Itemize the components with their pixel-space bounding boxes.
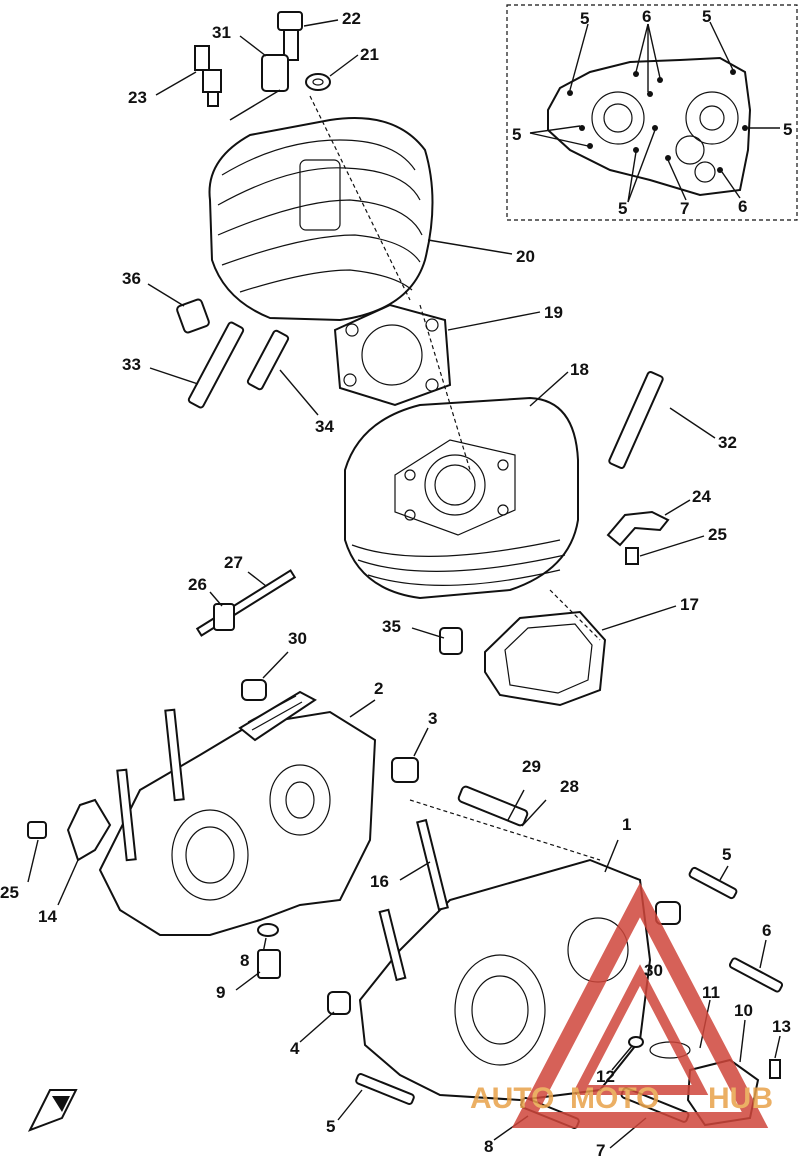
- crankcase-right-1: [358, 818, 652, 1102]
- callout-31: 31: [212, 23, 231, 42]
- watermark-text-hub: HUB: [708, 1082, 773, 1115]
- callout-25: 25: [0, 883, 19, 902]
- callout-24: 24: [692, 487, 711, 506]
- callout-3: 3: [428, 709, 437, 728]
- callout-34: 34: [315, 417, 334, 436]
- callout-29: 29: [522, 757, 541, 776]
- callout-labels: 5 6 5 5 5 5 7 6 22 31 21 23 20 36 19 33 …: [0, 7, 792, 1160]
- callout-5: 5: [722, 845, 731, 864]
- callout-9: 9: [216, 983, 225, 1002]
- callout-36: 36: [122, 269, 141, 288]
- callout-26: 26: [188, 575, 207, 594]
- drain-plug-group: [235, 923, 281, 991]
- cylinder-head-group: [155, 11, 513, 322]
- callout-13: 13: [772, 1017, 791, 1036]
- inset-crankcase-bolt-diagram: [506, 4, 798, 221]
- callout-21: 21: [360, 45, 379, 64]
- bracket-24-group: [606, 499, 705, 565]
- callout-8: 8: [484, 1137, 493, 1156]
- callout-5: 5: [702, 7, 711, 26]
- callout-10: 10: [734, 1001, 753, 1020]
- bushing-30a: [241, 679, 267, 701]
- callout-6: 6: [738, 197, 747, 216]
- watermark-logo: AUTO MOTO HUB: [470, 882, 773, 1128]
- cylinder-18: [344, 304, 579, 600]
- callout-16: 16: [370, 872, 389, 891]
- callout-20: 20: [516, 247, 535, 266]
- callout-5: 5: [580, 9, 589, 28]
- callout-1: 1: [622, 815, 631, 834]
- crankcase-left-2: [98, 690, 377, 936]
- callout-5: 5: [783, 120, 792, 139]
- callout-12: 12: [596, 1067, 615, 1086]
- callout-19: 19: [544, 303, 563, 322]
- callout-6: 6: [762, 921, 771, 940]
- dowel-pins-group: [147, 283, 319, 416]
- stud-27-group: [195, 569, 297, 637]
- watermark-text-auto: AUTO: [470, 1082, 554, 1115]
- callout-7: 7: [680, 199, 689, 218]
- callout-30: 30: [644, 961, 663, 980]
- shaft-28-29-group: [391, 727, 601, 861]
- callout-5: 5: [618, 199, 627, 218]
- callout-27: 27: [224, 553, 243, 572]
- head-gasket-19: [333, 303, 541, 407]
- callout-5: 5: [326, 1117, 335, 1136]
- callout-7: 7: [596, 1141, 605, 1160]
- callout-33: 33: [122, 355, 141, 374]
- callout-35: 35: [382, 617, 401, 636]
- bushing-30b: [655, 901, 681, 925]
- base-gasket-17: [411, 589, 677, 707]
- callout-30: 30: [288, 629, 307, 648]
- callout-22: 22: [342, 9, 361, 28]
- cylinder-head-20: [208, 117, 434, 322]
- callout-17: 17: [680, 595, 699, 614]
- callout-4: 4: [290, 1039, 300, 1058]
- callout-28: 28: [560, 777, 579, 796]
- bracket-14-group: [27, 798, 112, 906]
- callout-5: 5: [512, 125, 521, 144]
- callout-11: 11: [702, 983, 720, 1002]
- callout-32: 32: [718, 433, 737, 452]
- callout-18: 18: [570, 360, 589, 379]
- watermark-text-moto: MOTO: [570, 1082, 659, 1115]
- bolt-6-right: [728, 939, 784, 993]
- callout-6: 6: [642, 7, 651, 26]
- forward-arrow-icon: [27, 1089, 78, 1132]
- bushing-4: [327, 991, 351, 1015]
- callout-14: 14: [38, 907, 57, 926]
- dowel-32: [608, 371, 664, 469]
- callout-2: 2: [374, 679, 383, 698]
- callout-23: 23: [128, 88, 147, 107]
- callout-8: 8: [240, 951, 249, 970]
- callout-25: 25: [708, 525, 727, 544]
- bolt-5-right: [688, 865, 738, 900]
